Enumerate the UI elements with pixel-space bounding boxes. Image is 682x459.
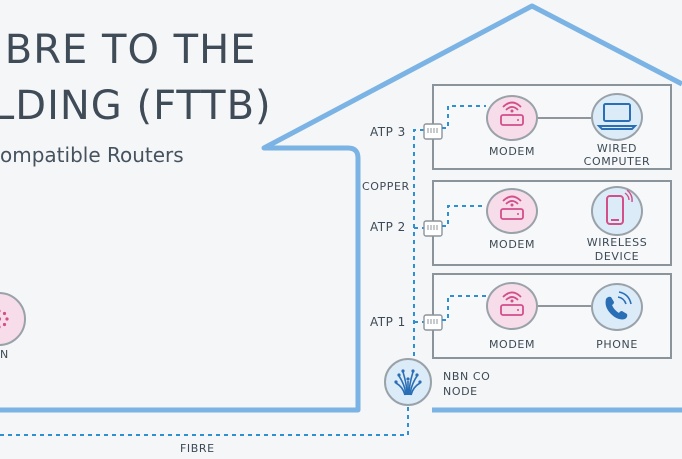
- node-label-line1: NBN CO: [443, 370, 491, 383]
- title-line-2: LDING (FTTB): [0, 83, 272, 129]
- device-circle: [591, 283, 643, 331]
- device-label-line1: WIRED: [596, 142, 638, 155]
- device-circle: [591, 186, 643, 236]
- fibre-optic-icon: [394, 369, 422, 396]
- modem-label: MODEM: [488, 338, 536, 351]
- subtitle: ompatible Routers: [0, 143, 184, 167]
- copper-label: COPPER: [362, 180, 410, 193]
- device-label-line1: WIRELESS: [586, 236, 648, 249]
- device-label-line1: PHONE: [596, 338, 638, 351]
- fibre-label: FIBRE: [180, 442, 215, 455]
- laptop-icon: [596, 103, 638, 130]
- title-line-1: IBRE TO THE: [0, 27, 257, 73]
- left-icon-label: N: [0, 348, 9, 361]
- dots-icon: [0, 309, 9, 329]
- modem-label: MODEM: [488, 238, 536, 251]
- modem-icon: [500, 101, 524, 316]
- copper-riser: [413, 129, 424, 364]
- atp-label: ATP 3: [370, 125, 406, 139]
- nbn-node: [384, 358, 432, 406]
- atp-label: ATP 1: [370, 315, 406, 329]
- wall-socket-icon: [423, 123, 443, 331]
- house-outline: [0, 3, 682, 413]
- modem-label: MODEM: [488, 145, 536, 158]
- smartphone-icon: [606, 195, 624, 225]
- fibre-line: [0, 402, 409, 436]
- atp-label: ATP 2: [370, 220, 406, 234]
- phone-icon: [605, 291, 632, 320]
- device-label-line2: COMPUTER: [583, 155, 651, 168]
- modem-circle: [486, 282, 538, 330]
- device-circle: [591, 93, 643, 141]
- device-label-line2: DEVICE: [594, 250, 640, 263]
- node-label-line2: NODE: [443, 385, 478, 398]
